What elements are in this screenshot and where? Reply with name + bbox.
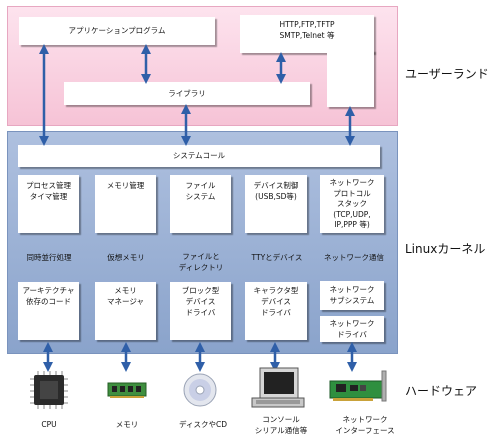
caption-memory: メモリ [115, 420, 139, 429]
char-driver-box: キャラクタ型 デバイス ドライバ [245, 282, 307, 340]
caption-disk-cd: ディスクやCD [179, 420, 227, 429]
console-icon [251, 367, 305, 408]
caption-virtual-memory: 仮想メモリ [107, 253, 145, 262]
protocols-label: HTTP,FTP,TFTP SMTP,Telnet 等 [279, 20, 335, 40]
caption-cpu: CPU [41, 420, 57, 429]
network-stack-box: ネットワーク プロトコル スタック (TCP,UDP, IP,PPP 等) [320, 175, 384, 233]
hardware-label: ハードウェア [405, 384, 478, 398]
protocols-text: HTTP,FTP,TFTP SMTP,Telnet 等 [240, 15, 374, 53]
caption-files-directories: ファイルと ディレクトリ [178, 252, 224, 272]
memory-manager-box: メモリ マネージャ [95, 282, 156, 340]
cpu-icon [30, 371, 68, 409]
arch-code-box: アーキテクチャ 依存のコード [18, 282, 79, 340]
caption-tty-devices: TTYとデバイス [251, 253, 303, 262]
memory-icon [107, 382, 147, 398]
caption-concurrency: 同時並行処理 [26, 253, 72, 262]
library-box: ライブラリ [64, 82, 310, 105]
net-driver-box: ネットワーク ドライバ [320, 316, 384, 342]
user-space-label: ユーザーランド [405, 67, 489, 81]
caption-console-serial: コンソール シリアル通信等 [254, 415, 308, 435]
caption-network-communication: ネットワーク通信 [324, 253, 384, 262]
block-driver-box: ブロック型 デバイス ドライバ [170, 282, 231, 340]
application-box: アプリケーションプログラム [19, 17, 215, 45]
memory-management-box: メモリ管理 [95, 175, 156, 233]
process-management-box: プロセス管理 タイマ管理 [18, 175, 79, 233]
kernel-label: Linuxカーネル [405, 242, 486, 256]
network-card-icon [329, 370, 387, 402]
protocols-box-stem [327, 50, 374, 107]
caption-network-interface: ネットワーク インターフェース [335, 415, 395, 435]
net-subsystem-box: ネットワーク サブシステム [320, 281, 384, 310]
device-control-box: デバイス制御 (USB,SD等) [245, 175, 307, 233]
file-system-box: ファイル システム [170, 175, 231, 233]
system-call-box: システムコール [18, 145, 380, 167]
disk-icon [183, 373, 217, 407]
